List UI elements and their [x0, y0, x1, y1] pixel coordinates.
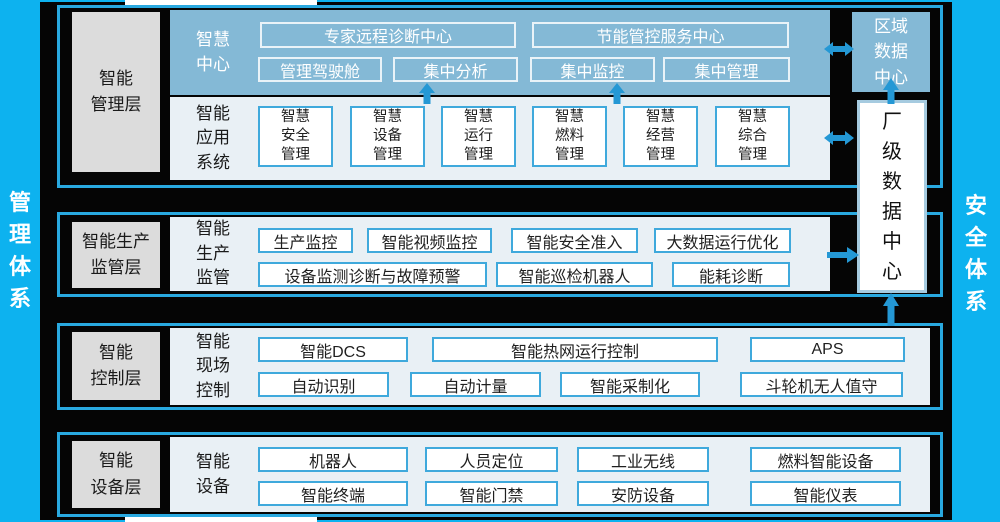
- plant-data-center-box: 厂 级 数 据 中 心: [857, 100, 927, 293]
- security-equipment-box: 安防设备: [577, 481, 709, 506]
- arrow-control-to-plant: [883, 293, 899, 326]
- arrow-apps-to-centralized-analysis: [419, 83, 435, 104]
- smart-safety-access-box: 智能安全准入: [511, 228, 638, 253]
- personnel-positioning-box: 人员定位: [425, 447, 558, 472]
- smart-sampling-box: 智能采制化: [560, 372, 700, 397]
- smart-device-label: 智能 设备: [196, 451, 230, 496]
- smart-instrument-box: 智能仪表: [750, 481, 901, 506]
- field-control-label: 智能 现场 控制: [196, 331, 230, 400]
- smart-application-label: 智能 应用 系统: [196, 103, 230, 172]
- smart-comprehensive-management-box: 智慧 综合 管理: [715, 106, 790, 167]
- top-deco-strip: [125, 0, 317, 6]
- production-monitoring-box: 生产监控: [258, 228, 353, 253]
- smart-dcs-box: 智能DCS: [258, 337, 408, 362]
- bigdata-operation-optimization-box: 大数据运行优化: [654, 228, 791, 253]
- industrial-wireless-box: 工业无线: [577, 447, 709, 472]
- smart-safety-management-box: 智慧 安全 管理: [258, 106, 333, 167]
- production-supervision-label: 智能 生产 监管: [196, 219, 230, 288]
- equipment-diagnosis-fault-warning-box: 设备监测诊断与故障预警: [258, 262, 487, 287]
- arrow-apps-to-centralized-monitoring: [609, 83, 625, 104]
- smart-equipment-management-box: 智慧 设备 管理: [350, 106, 425, 167]
- arrow-hub-regional-bidirectional: [824, 41, 854, 57]
- smart-terminal-box: 智能终端: [258, 481, 408, 506]
- smart-operation-management-box: 智慧 运行 管理: [441, 106, 516, 167]
- centralized-analysis-box: 集中分析: [393, 57, 518, 82]
- centralized-management-box: 集中管理: [663, 57, 790, 82]
- smart-heat-network-control-box: 智能热网运行控制: [432, 337, 718, 362]
- control-layer-label: 智能 控制层: [72, 332, 160, 400]
- aps-box: APS: [750, 337, 905, 362]
- left-system-label: 管 理 体 系: [8, 190, 31, 311]
- smart-business-management-box: 智慧 经营 管理: [623, 106, 698, 167]
- smart-access-control-box: 智能门禁: [425, 481, 558, 506]
- smart-hub-label: 智慧 中心: [196, 29, 230, 74]
- management-cockpit-box: 管理驾驶舱: [258, 57, 382, 82]
- supervision-layer-label: 智能生产 监管层: [72, 222, 160, 288]
- bottom-deco-strip: [125, 516, 317, 522]
- auto-measurement-box: 自动计量: [410, 372, 541, 397]
- management-layer-label: 智能 管理层: [72, 12, 160, 172]
- auto-identification-box: 自动识别: [258, 372, 389, 397]
- arrow-plant-to-regional: [883, 78, 899, 104]
- smart-video-monitoring-box: 智能视频监控: [367, 228, 492, 253]
- right-system-label: 安 全 体 系: [964, 193, 987, 314]
- robot-box: 机器人: [258, 447, 408, 472]
- device-layer-label: 智能 设备层: [72, 441, 160, 508]
- energy-saving-control-service-center-box: 节能管控服务中心: [532, 22, 789, 48]
- energy-consumption-diagnosis-box: 能耗诊断: [672, 262, 790, 287]
- centralized-monitoring-box: 集中监控: [530, 57, 655, 82]
- expert-remote-diagnosis-center-box: 专家远程诊断中心: [260, 22, 516, 48]
- fuel-smart-equipment-box: 燃料智能设备: [750, 447, 901, 472]
- smart-inspection-robot-box: 智能巡检机器人: [496, 262, 653, 287]
- bucket-wheel-unmanned-box: 斗轮机无人值守: [740, 372, 903, 397]
- smart-fuel-management-box: 智慧 燃料 管理: [532, 106, 607, 167]
- arrow-apps-plant-bidirectional: [824, 130, 854, 146]
- arrow-supervision-to-plant: [827, 247, 859, 263]
